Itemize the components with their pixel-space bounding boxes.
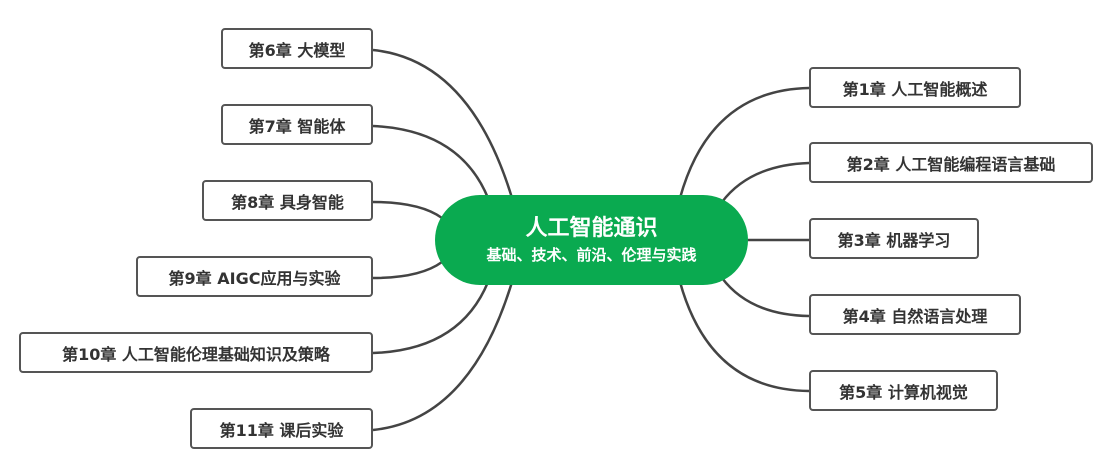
topic-chapter-10[interactable]: 第10章 人工智能伦理基础知识及策略	[19, 332, 373, 373]
connector-ch7	[372, 124, 490, 199]
connector-ch4	[721, 277, 810, 318]
topic-chapter-3[interactable]: 第3章 机器学习	[809, 218, 979, 259]
central-topic[interactable]: 人工智能通识 基础、技术、前沿、伦理与实践	[435, 195, 748, 285]
central-topic-title: 人工智能通识	[525, 216, 658, 241]
connector-ch8	[372, 200, 443, 220]
topic-chapter-5[interactable]: 第5章 计算机视觉	[809, 370, 998, 411]
connector-ch11	[372, 281, 514, 432]
connector-ch1	[678, 86, 810, 199]
topic-chapter-1[interactable]: 第1章 人工智能概述	[809, 67, 1021, 108]
topic-chapter-4[interactable]: 第4章 自然语言处理	[809, 294, 1021, 335]
connector-ch6	[372, 48, 514, 199]
topic-chapter-7[interactable]: 第7章 智能体	[221, 104, 373, 145]
topic-chapter-8[interactable]: 第8章 具身智能	[202, 180, 373, 221]
connector-ch10	[372, 281, 490, 355]
topic-chapter-11[interactable]: 第11章 课后实验	[190, 408, 373, 449]
connector-ch5	[678, 281, 810, 393]
topic-chapter-6[interactable]: 第6章 大模型	[221, 28, 373, 69]
connector-ch9	[372, 260, 443, 280]
connector-ch2	[721, 161, 810, 203]
topic-chapter-2[interactable]: 第2章 人工智能编程语言基础	[809, 142, 1093, 183]
central-topic-subtitle: 基础、技术、前沿、伦理与实践	[486, 246, 697, 264]
topic-chapter-9[interactable]: 第9章 AIGC应用与实验	[136, 256, 373, 297]
